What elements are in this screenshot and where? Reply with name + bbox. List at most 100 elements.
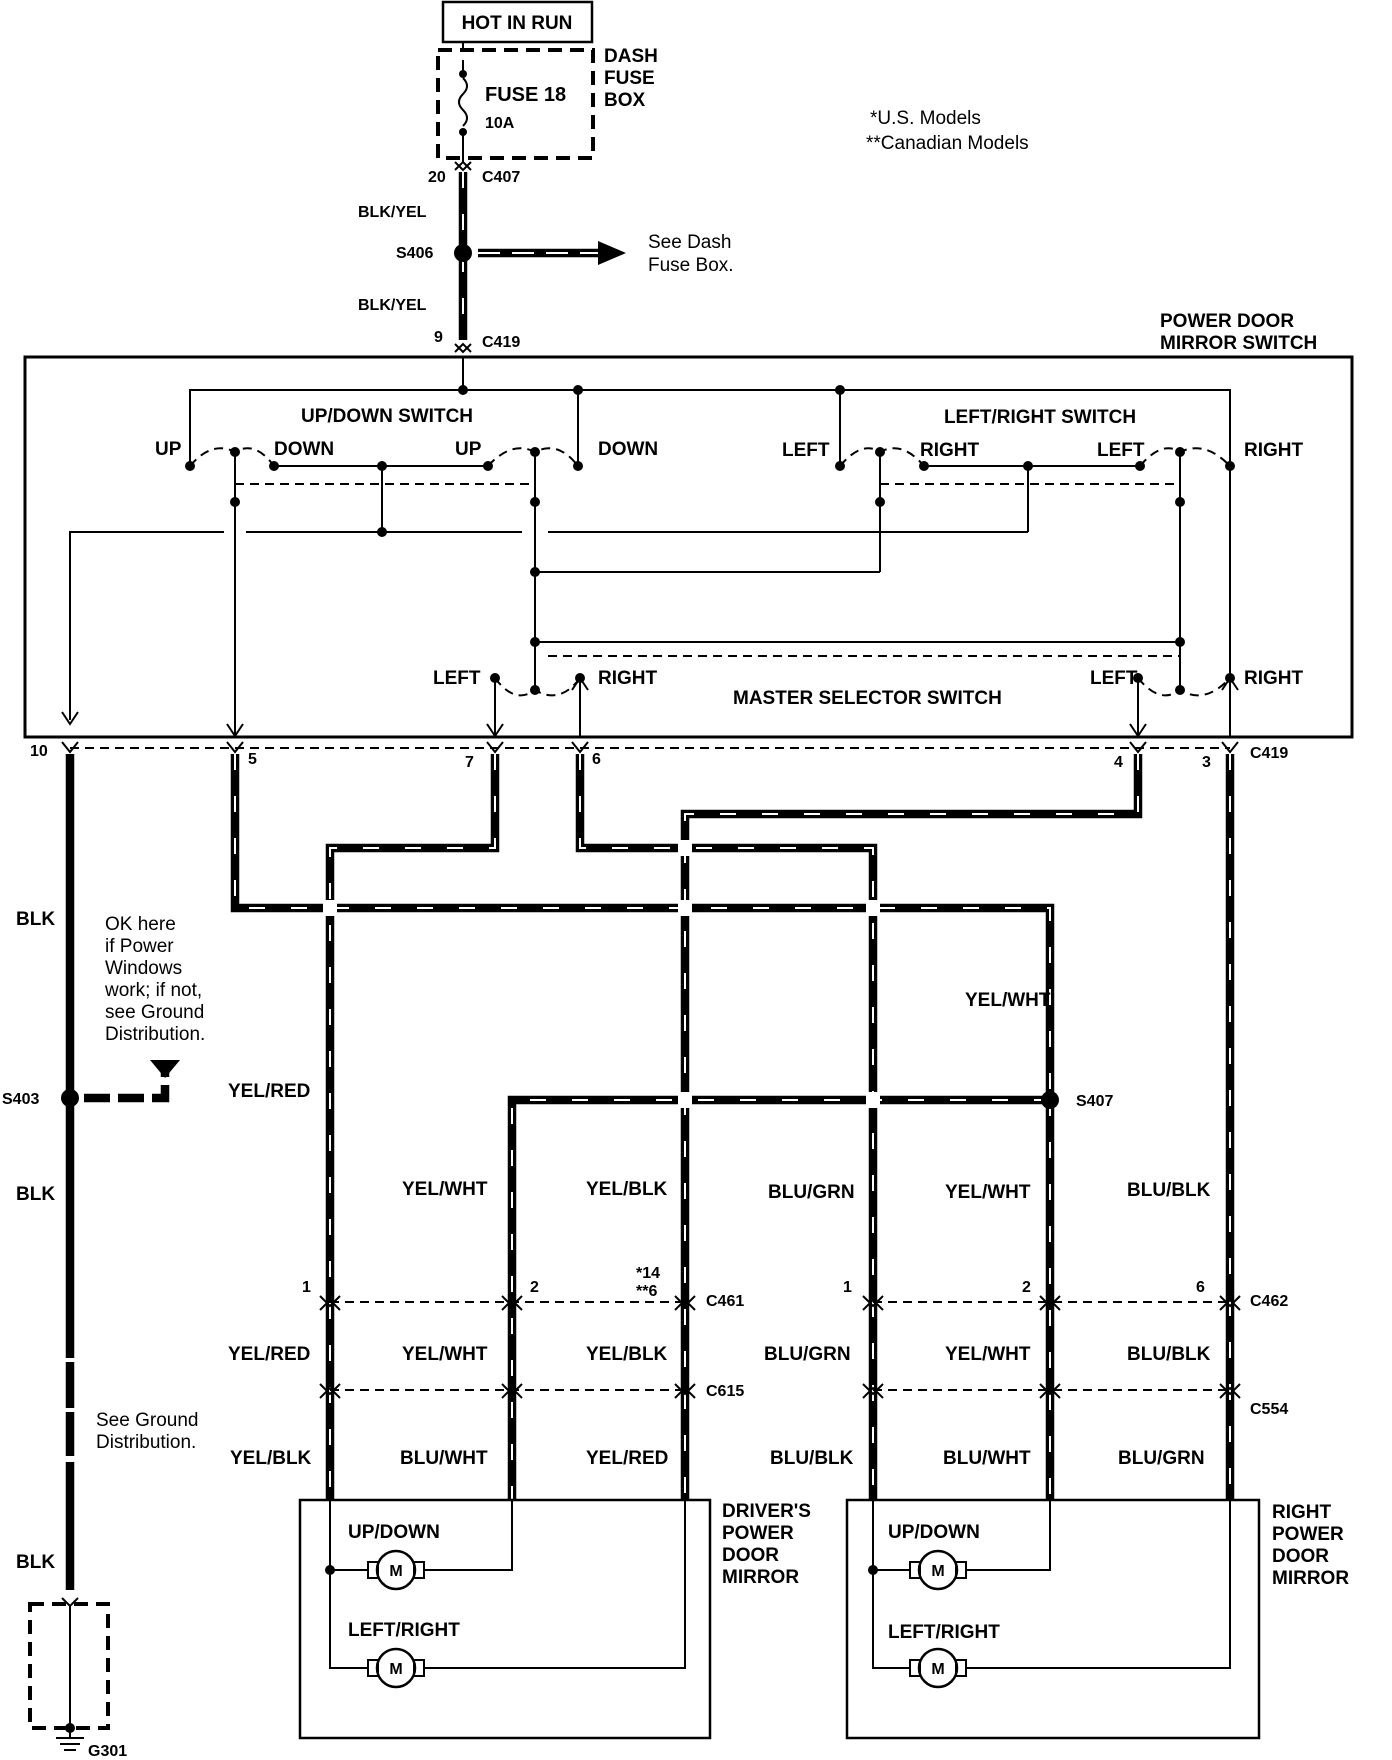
ground-note-2: See Ground Distribution. — [96, 1410, 198, 1453]
connector-label: C462 — [1250, 1293, 1288, 1310]
pin-label: 2 — [530, 1279, 539, 1296]
fuse-rating: 10A — [485, 115, 515, 132]
contact-label: RIGHT — [1244, 440, 1304, 461]
wire-label: BLK — [16, 1184, 55, 1205]
wire-label: BLU/GRN — [764, 1344, 851, 1365]
ground-note: OK here if Power Windows work; if not, s… — [104, 914, 205, 1045]
pin-label: 6 — [592, 751, 601, 768]
dash-fuse-box-label: FUSE — [604, 68, 655, 89]
motor-updown-icon: M — [367, 1549, 425, 1591]
contact-label: LEFT — [782, 440, 830, 461]
see-dash-fuse-box: See Dash — [648, 232, 731, 253]
pin-label: 20 — [428, 169, 446, 186]
leftright-switch-label: LEFT/RIGHT SWITCH — [944, 407, 1136, 428]
connector-label: C419 — [1250, 745, 1288, 762]
dash-fuse-box-label: BOX — [604, 90, 646, 111]
splice-label: S407 — [1076, 1093, 1113, 1110]
fuse-icon — [458, 77, 468, 127]
mirror-title: DOOR — [722, 1545, 779, 1566]
wire-label: YEL/WHT — [945, 1344, 1031, 1365]
pin-label: 1 — [843, 1279, 852, 1296]
contact-label: DOWN — [274, 439, 334, 460]
splice-label: S406 — [396, 245, 433, 262]
wire-label: YEL/WHT — [965, 990, 1051, 1011]
pin-label: 3 — [1202, 754, 1211, 771]
wire-label: BLK/YEL — [358, 297, 427, 314]
wire-label: BLU/WHT — [943, 1448, 1031, 1469]
arrow-icon — [598, 241, 626, 265]
motor-label: UP/DOWN — [348, 1522, 440, 1543]
motor-label: UP/DOWN — [888, 1522, 980, 1543]
contact-label: LEFT — [1097, 440, 1145, 461]
contact-label: LEFT — [433, 668, 481, 689]
connector-label: C407 — [482, 169, 520, 186]
pin-label: **6 — [636, 1283, 657, 1300]
note-line: work; if not, — [104, 980, 202, 1001]
connector-label: C461 — [706, 1293, 744, 1310]
contact-label: DOWN — [598, 439, 658, 460]
wire-label: BLU/BLK — [770, 1448, 854, 1469]
canadian-models-note: **Canadian Models — [866, 133, 1029, 154]
wire-label: BLK — [16, 1552, 55, 1573]
splice-s403 — [61, 1089, 79, 1107]
wire-label: YEL/WHT — [402, 1179, 488, 1200]
wire-label: YEL/BLK — [230, 1448, 312, 1469]
wire-label: YEL/RED — [586, 1448, 668, 1469]
drivers-power-door-mirror: DRIVER'S POWER DOOR MIRROR UP/DOWN LEFT/… — [298, 1498, 811, 1740]
wire-label: BLU/BLK — [1127, 1344, 1211, 1365]
ground-label: G301 — [88, 1743, 127, 1760]
us-models-note: *U.S. Models — [870, 108, 981, 129]
wire-label: YEL/BLK — [586, 1344, 668, 1365]
notes: *U.S. Models **Canadian Models — [866, 108, 1029, 154]
contact-label: RIGHT — [920, 440, 980, 461]
wire-label: YEL/RED — [228, 1344, 310, 1365]
dash-fuse-box: FUSE 18 10A DASH FUSE BOX — [436, 46, 658, 160]
motor-leftright-icon: M — [367, 1647, 425, 1689]
wire-label: BLU/GRN — [768, 1182, 855, 1203]
pin-label: 5 — [248, 751, 257, 768]
motor-leftright-icon: M — [909, 1647, 967, 1689]
contact-label: UP — [155, 439, 182, 460]
connector-label: C419 — [482, 334, 520, 351]
power-source: HOT IN RUN — [441, 0, 594, 44]
motor-symbol: M — [931, 1661, 944, 1678]
pin-label: 2 — [1022, 1279, 1031, 1296]
splice-s407 — [1041, 1091, 1059, 1109]
mirror-title: DOOR — [1272, 1546, 1329, 1567]
pin-label: 6 — [1196, 1279, 1205, 1296]
power-door-mirror-switch: POWER DOOR MIRROR SWITCH UP/DOWN SWITCH … — [23, 311, 1354, 739]
splice-label: S403 — [2, 1091, 39, 1108]
switch-title: POWER DOOR — [1160, 311, 1294, 332]
note-line: Distribution. — [96, 1432, 196, 1453]
contact-label: LEFT — [1090, 668, 1138, 689]
motor-label: LEFT/RIGHT — [888, 1622, 1000, 1643]
ground-arrow-icon — [150, 1060, 180, 1078]
hot-in-run-label: HOT IN RUN — [462, 13, 573, 34]
pin-label: *14 — [636, 1265, 660, 1282]
wire-label: YEL/WHT — [945, 1182, 1031, 1203]
pin-label: 10 — [30, 743, 48, 760]
fuse-name: FUSE 18 — [485, 84, 566, 106]
motor-symbol: M — [389, 1661, 402, 1678]
note-line: see Ground — [105, 1002, 204, 1023]
ground-g301: G301 — [28, 1597, 127, 1760]
master-selector-label: MASTER SELECTOR SWITCH — [733, 688, 1002, 709]
note-line: OK here — [105, 914, 176, 935]
wire-label: YEL/WHT — [402, 1344, 488, 1365]
wire-label: BLU/GRN — [1118, 1448, 1205, 1469]
connector-label: C554 — [1250, 1401, 1288, 1418]
updown-switch-label: UP/DOWN SWITCH — [301, 406, 473, 427]
motor-symbol: M — [389, 1563, 402, 1580]
pin-label: 9 — [434, 329, 443, 346]
note-line: Distribution. — [105, 1024, 205, 1045]
mirror-title: RIGHT — [1272, 1502, 1332, 1523]
switch-title: MIRROR SWITCH — [1160, 333, 1317, 354]
contact-label: UP — [455, 439, 482, 460]
motor-label: LEFT/RIGHT — [348, 1620, 460, 1641]
wire-label: YEL/RED — [228, 1081, 310, 1102]
note-line: See Ground — [96, 1410, 198, 1431]
mirror-title: POWER — [722, 1523, 794, 1544]
see-dash-fuse-box: Fuse Box. — [648, 255, 734, 276]
wire-label: BLK — [16, 909, 55, 930]
